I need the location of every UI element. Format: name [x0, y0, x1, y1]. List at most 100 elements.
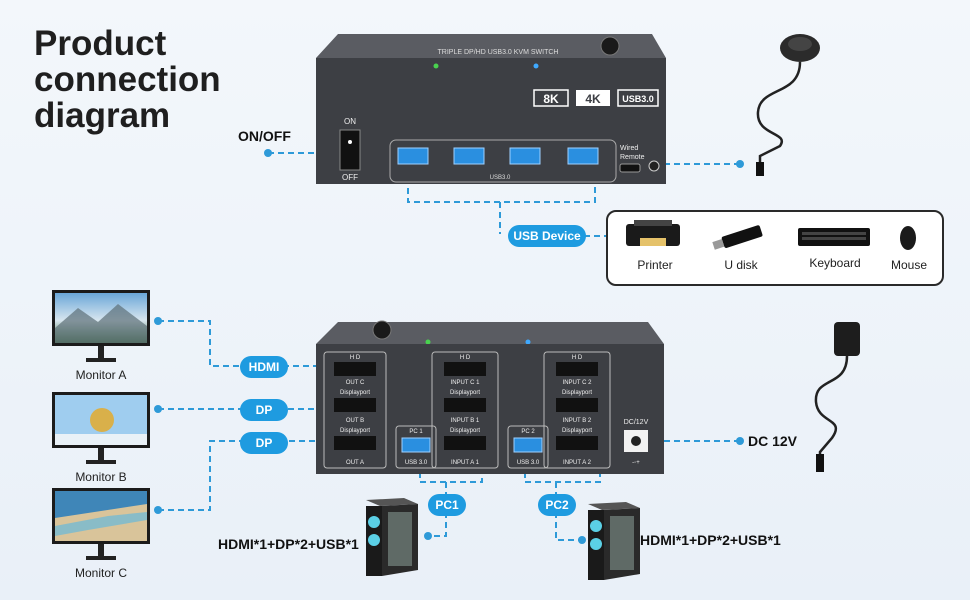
usb-port-1[interactable]: [397, 147, 429, 165]
input-c1-label: INPUT C 1: [451, 380, 481, 386]
device-udisk-label: U disk: [724, 258, 758, 272]
kvm-switch-rear: H D OUT C Displayport OUT B Displayport …: [316, 320, 664, 474]
device-mouse-label: Mouse: [890, 258, 928, 272]
pc1-dp-label-2: Displayport: [450, 428, 480, 434]
remote-jack-icon[interactable]: [648, 160, 660, 172]
dp-input-b2-port[interactable]: [556, 398, 598, 412]
pc1-tower-icon: [366, 498, 418, 576]
front-face: [316, 58, 666, 184]
pc1-bracket: [419, 472, 483, 483]
remote-plug-icon: [756, 162, 764, 176]
monitor-b-icon: [52, 392, 150, 464]
led-blue-icon: [533, 63, 539, 69]
hdmi-input-c1-port[interactable]: [444, 362, 486, 376]
wired-remote: [756, 34, 820, 176]
pc2-tower-icon: [588, 502, 640, 580]
usb-device-icons: [626, 220, 916, 250]
pc2-port-label: PC 2: [521, 429, 535, 435]
pc1-dot: [424, 532, 432, 540]
monitor-b-label: Monitor B: [75, 470, 127, 484]
pc1-dp-label-1: Displayport: [450, 390, 480, 396]
remote-cable: [756, 61, 802, 176]
monitor-b-dot: [154, 405, 162, 413]
monitor-a-label: Monitor A: [75, 368, 127, 382]
usb-pc2-port[interactable]: [513, 437, 543, 453]
pc2-usb-label: USB 3.0: [517, 460, 540, 466]
dc-jack-icon: [631, 436, 641, 446]
input-c2-label: INPUT C 2: [563, 380, 593, 386]
usb-port-2[interactable]: [453, 147, 485, 165]
led-green-icon: [433, 63, 439, 69]
badge-4k-text: 4K: [585, 92, 601, 106]
monitor-c-icon: [52, 488, 150, 560]
hdmi-out-c-port[interactable]: [334, 362, 376, 376]
pc2-pill: PC2: [538, 494, 576, 516]
badge-usb3-text: USB3.0: [622, 94, 654, 104]
pc1-pill: PC1: [428, 494, 466, 516]
hdmi-pill: HDMI: [240, 356, 288, 378]
out-b-label: OUT B: [346, 418, 364, 424]
pc1-usb-label: USB 3.0: [405, 460, 428, 466]
kvm-switch-front: TRIPLE DP/HD USB3.0 KVM SWITCH 8K 4K USB…: [316, 34, 666, 184]
remote-dot: [736, 160, 744, 168]
out-c-label: OUT C: [346, 380, 365, 386]
pc2-spec-label: HDMI*1+DP*2+USB*1: [640, 532, 781, 548]
input-a2-label: INPUT A 2: [563, 460, 592, 466]
front-top-face: [316, 34, 666, 58]
remote-puck-top: [788, 37, 812, 51]
device-keyboard-label: Keyboard: [809, 256, 861, 270]
power-adapter: [814, 322, 860, 472]
pc2-line: [555, 482, 580, 541]
printer-top: [634, 220, 672, 226]
pc1-spec-label: HDMI*1+DP*2+USB*1: [218, 536, 359, 552]
dp-out-b-port[interactable]: [334, 398, 376, 412]
dc-dot: [736, 437, 744, 445]
out-hd-label: H D: [350, 355, 361, 361]
title-line-2: connection: [34, 60, 221, 99]
usb-pc1-port[interactable]: [401, 437, 431, 453]
monitor-c-line: [158, 440, 316, 511]
column-pc2: H D INPUT C 2 Displayport INPUT B 2 Disp…: [507, 351, 611, 469]
pc1-port-label: PC 1: [409, 429, 423, 435]
mouse-icon: [900, 226, 916, 250]
usb-panel: [389, 139, 617, 183]
power-switch[interactable]: [339, 129, 361, 171]
rear-led-green-icon: [425, 339, 431, 345]
input-b2-label: INPUT B 2: [563, 418, 592, 424]
title-line-3: diagram: [34, 96, 171, 135]
u-disk-icon: [712, 225, 763, 250]
monitor-c-dot: [154, 506, 162, 514]
wired-remote-label-2: Remote: [620, 154, 645, 161]
usb-port-4[interactable]: [567, 147, 599, 165]
dp-input-a1-port[interactable]: [444, 436, 486, 450]
dp-input-b1-port[interactable]: [444, 398, 486, 412]
monitor-a-dot: [154, 317, 162, 325]
dp-input-a2-port[interactable]: [556, 436, 598, 450]
column-out: H D OUT C Displayport OUT B Displayport …: [323, 351, 387, 469]
hdmi-input-c2-port[interactable]: [556, 362, 598, 376]
switch-off-label: OFF: [342, 173, 358, 182]
switch-on-dot-icon: [348, 140, 352, 144]
remote-port[interactable]: [619, 163, 641, 173]
adapter-cable: [814, 355, 849, 468]
switch-on-label: ON: [344, 117, 356, 126]
usb-device-pill: USB Device: [508, 225, 586, 247]
pc2-hd-label: H D: [572, 355, 583, 361]
monitor-a-line: [158, 320, 316, 367]
pc1-line: [430, 482, 447, 537]
input-b1-label: INPUT B 1: [451, 418, 480, 424]
usb-port-3[interactable]: [509, 147, 541, 165]
dp-out-a-port[interactable]: [334, 436, 376, 450]
badge-8k-text: 8K: [543, 92, 559, 106]
wired-remote-label-1: Wired: [620, 145, 638, 152]
knob-icon[interactable]: [600, 36, 620, 56]
printer-paper: [640, 238, 666, 246]
monitor-c-label: Monitor C: [74, 566, 127, 580]
dc-polarity-icon: -◦+: [632, 460, 640, 466]
out-a-label: OUT A: [346, 460, 364, 466]
rear-led-blue-icon: [525, 339, 531, 345]
pc1-hd-label: H D: [460, 355, 471, 361]
pc2-dot: [578, 536, 586, 544]
badge-4k: [576, 90, 610, 106]
onoff-dot: [264, 149, 272, 157]
